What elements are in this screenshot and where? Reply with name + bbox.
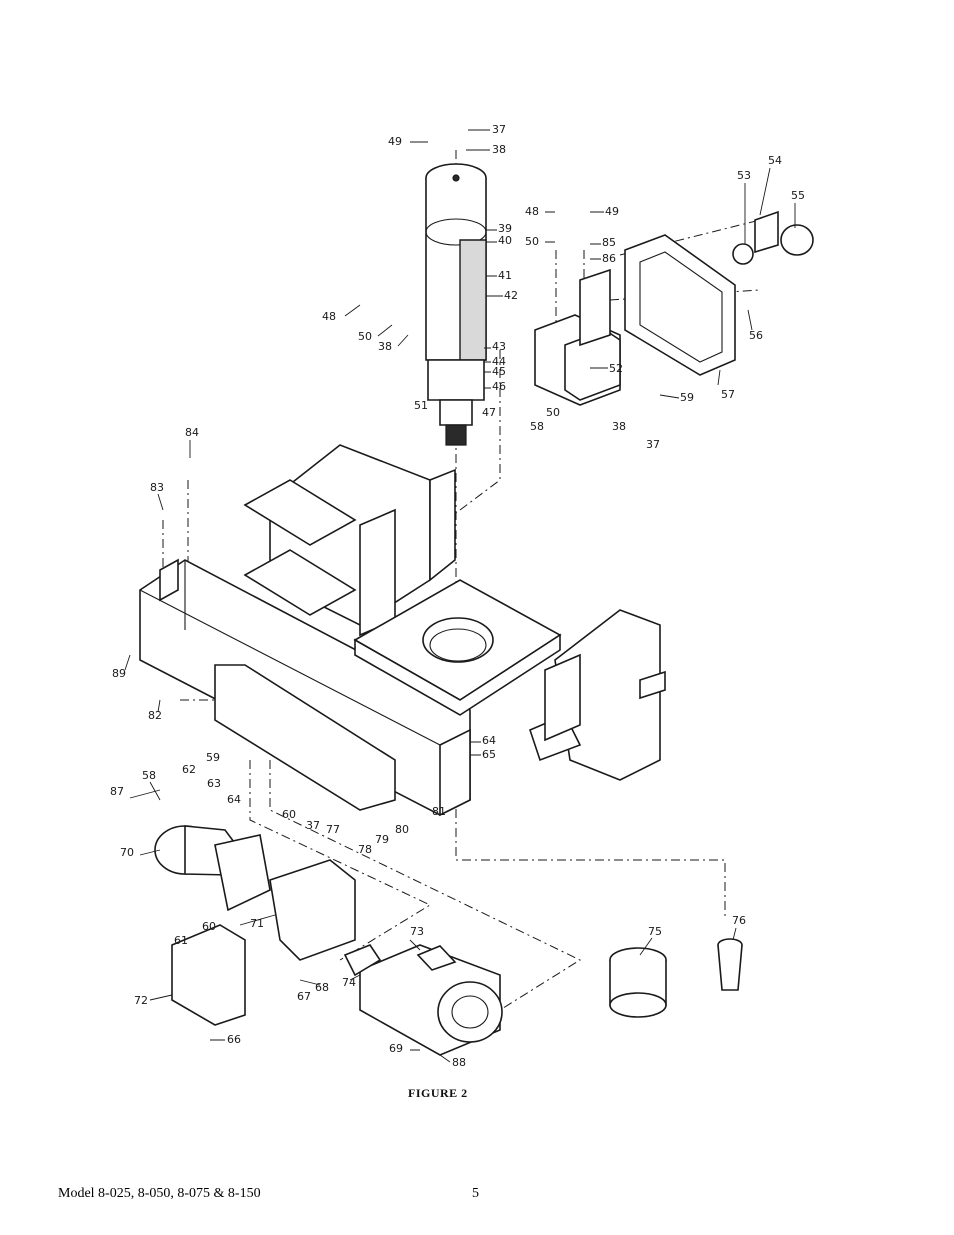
collet-parts [609, 938, 743, 1018]
callout-73: 73 [410, 925, 424, 938]
callout-62: 62 [182, 763, 196, 776]
spindle [425, 163, 487, 446]
callout-55: 55 [791, 189, 805, 202]
callout-47: 47 [482, 406, 496, 419]
footer-model-text: Model 8-025, 8-050, 8-075 & 8-150 [58, 1186, 261, 1201]
callout-81: 81 [432, 805, 446, 818]
callout-80: 80 [395, 823, 409, 836]
gearbox [154, 825, 356, 1026]
callout-63: 63 [207, 777, 221, 790]
callout-38-right: 38 [612, 420, 626, 433]
callout-82: 82 [148, 709, 162, 722]
callout-64-left: 64 [227, 793, 241, 806]
callout-51: 51 [414, 399, 428, 412]
top-plate [353, 579, 562, 716]
callout-48-left: 48 [322, 310, 336, 323]
callout-66: 66 [227, 1033, 241, 1046]
valve-block [534, 268, 621, 406]
callout-71: 71 [250, 917, 264, 930]
callout-38-left: 38 [378, 340, 392, 353]
callout-67: 67 [297, 990, 311, 1003]
callout-50-mid: 50 [546, 406, 560, 419]
callout-57: 57 [721, 388, 735, 401]
callout-60-low: 60 [202, 920, 216, 933]
callout-52: 52 [609, 362, 623, 375]
callout-61: 61 [174, 934, 188, 947]
callout-46: 46 [492, 380, 506, 393]
callout-53: 53 [737, 169, 751, 182]
figure-caption: FIGURE 2 [408, 1086, 468, 1100]
callout-41: 41 [498, 269, 512, 282]
callout-69: 69 [389, 1042, 403, 1055]
callout-59-left: 59 [206, 751, 220, 764]
callout-68: 68 [315, 981, 329, 994]
callout-49-right: 49 [605, 205, 619, 218]
callout-40: 40 [498, 234, 512, 247]
box-frame [624, 210, 814, 376]
callout-88: 88 [452, 1056, 466, 1069]
callout-65: 65 [482, 748, 496, 761]
callout-83: 83 [150, 481, 164, 494]
leader-lines [124, 129, 796, 1063]
callout-77: 77 [326, 823, 340, 836]
callout-43: 43 [492, 340, 506, 353]
footer-page-number: 5 [472, 1186, 479, 1201]
callout-48-right: 48 [525, 205, 539, 218]
cover-plate [214, 664, 396, 811]
callout-44: 44 [492, 355, 506, 368]
callout-49-top: 49 [388, 135, 402, 148]
side-frame [529, 609, 666, 781]
callout-labels: 37 38 49 39 40 41 42 43 44 45 46 47 51 4… [110, 123, 805, 1069]
callout-59-top: 59 [680, 391, 694, 404]
callout-38-top: 38 [492, 143, 506, 156]
callout-60-mid: 60 [282, 808, 296, 821]
callout-56-top: 56 [749, 329, 763, 342]
callout-37-mid: 37 [306, 819, 320, 832]
callout-84: 84 [185, 426, 199, 439]
callout-39: 39 [498, 222, 512, 235]
electric-motor [343, 944, 503, 1056]
callout-78: 78 [358, 843, 372, 856]
callout-64-right: 64 [482, 734, 496, 747]
callout-37-right: 37 [646, 438, 660, 451]
callout-85: 85 [602, 236, 616, 249]
callout-87: 87 [110, 785, 124, 798]
main-body [139, 558, 471, 817]
callout-58-top: 58 [530, 420, 544, 433]
callout-72: 72 [134, 994, 148, 1007]
callout-76: 76 [732, 914, 746, 927]
callout-37-top: 37 [492, 123, 506, 136]
callout-54: 54 [768, 154, 782, 167]
callout-79: 79 [375, 833, 389, 846]
callout-50-top: 50 [525, 235, 539, 248]
callout-42: 42 [504, 289, 518, 302]
callout-75: 75 [648, 925, 662, 938]
callout-70: 70 [120, 846, 134, 859]
upper-frame [243, 444, 456, 637]
callout-86: 86 [602, 252, 616, 265]
callout-45: 45 [492, 365, 506, 378]
callout-50-left: 50 [358, 330, 372, 343]
callout-89: 89 [112, 667, 126, 680]
callout-58-left: 58 [142, 769, 156, 782]
